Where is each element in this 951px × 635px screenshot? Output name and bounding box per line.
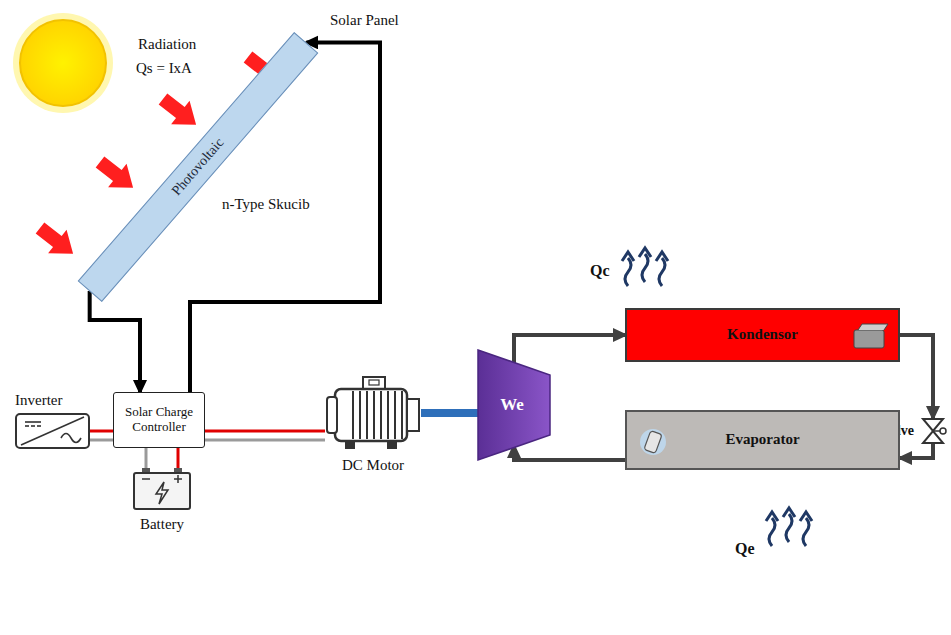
formula-label: Qs = IxA — [136, 60, 192, 77]
heat-icon — [622, 248, 668, 286]
connector-line — [514, 335, 625, 364]
connector — [514, 335, 625, 364]
condenser-box: Kondensor — [625, 308, 900, 362]
sun-glow — [13, 13, 113, 113]
connector — [421, 413, 479, 414]
connector — [146, 448, 178, 468]
connector-line — [205, 430, 325, 433]
expansion-valve: Expansion Valve — [920, 418, 946, 444]
battery: Battery — [133, 468, 191, 510]
connector — [514, 446, 625, 460]
component-label: DC Motor — [342, 457, 404, 474]
connector — [900, 335, 933, 418]
battery-icon — [133, 468, 191, 510]
material-label: n-Type Skucib — [222, 196, 310, 213]
annotation-label: Radiation — [138, 36, 196, 53]
connector-line — [514, 446, 625, 460]
inverter-icon — [15, 413, 90, 449]
component-label: Battery — [140, 516, 184, 533]
work-label: We — [500, 395, 524, 415]
panel-label: Photovoltaic — [169, 135, 228, 199]
connector — [190, 42, 380, 392]
connector-line — [145, 448, 148, 468]
connector-line — [90, 291, 140, 392]
connector — [90, 431, 113, 440]
connector-line — [190, 42, 380, 392]
dc-motor-icon — [325, 375, 421, 451]
valve-symbol — [920, 418, 946, 444]
heat-label: Qc — [590, 262, 610, 280]
box-label: Solar Charge Controller — [120, 405, 198, 435]
inverter: Inverter — [15, 413, 90, 449]
dc-motor: DC Motor — [325, 375, 421, 451]
connector — [205, 431, 325, 440]
connector — [90, 291, 140, 392]
box-label: Kondensor — [727, 326, 798, 343]
box-label: Evaporator — [725, 431, 799, 448]
connector-line — [900, 335, 933, 418]
radiation-arrow — [154, 87, 206, 136]
component-label: Inverter — [15, 392, 62, 409]
heat-icon — [766, 508, 812, 546]
box-icon — [852, 322, 892, 352]
connector — [900, 444, 933, 458]
evaporator-box: Evaporator — [625, 410, 900, 470]
connector-line — [177, 448, 180, 468]
connector-line — [90, 439, 113, 442]
heat-label: Qe — [735, 540, 755, 558]
connector-line — [205, 439, 325, 442]
connector-line — [90, 430, 113, 433]
radiation-arrow — [91, 150, 143, 199]
connector-line — [421, 409, 479, 417]
box-icon — [639, 428, 679, 458]
part-name: Solar Panel — [330, 12, 399, 29]
sun — [20, 20, 106, 106]
compressor: We — [478, 350, 550, 460]
connector-line — [900, 444, 933, 458]
charge-controller: Solar Charge Controller — [113, 392, 205, 448]
radiation-arrow — [31, 216, 83, 265]
